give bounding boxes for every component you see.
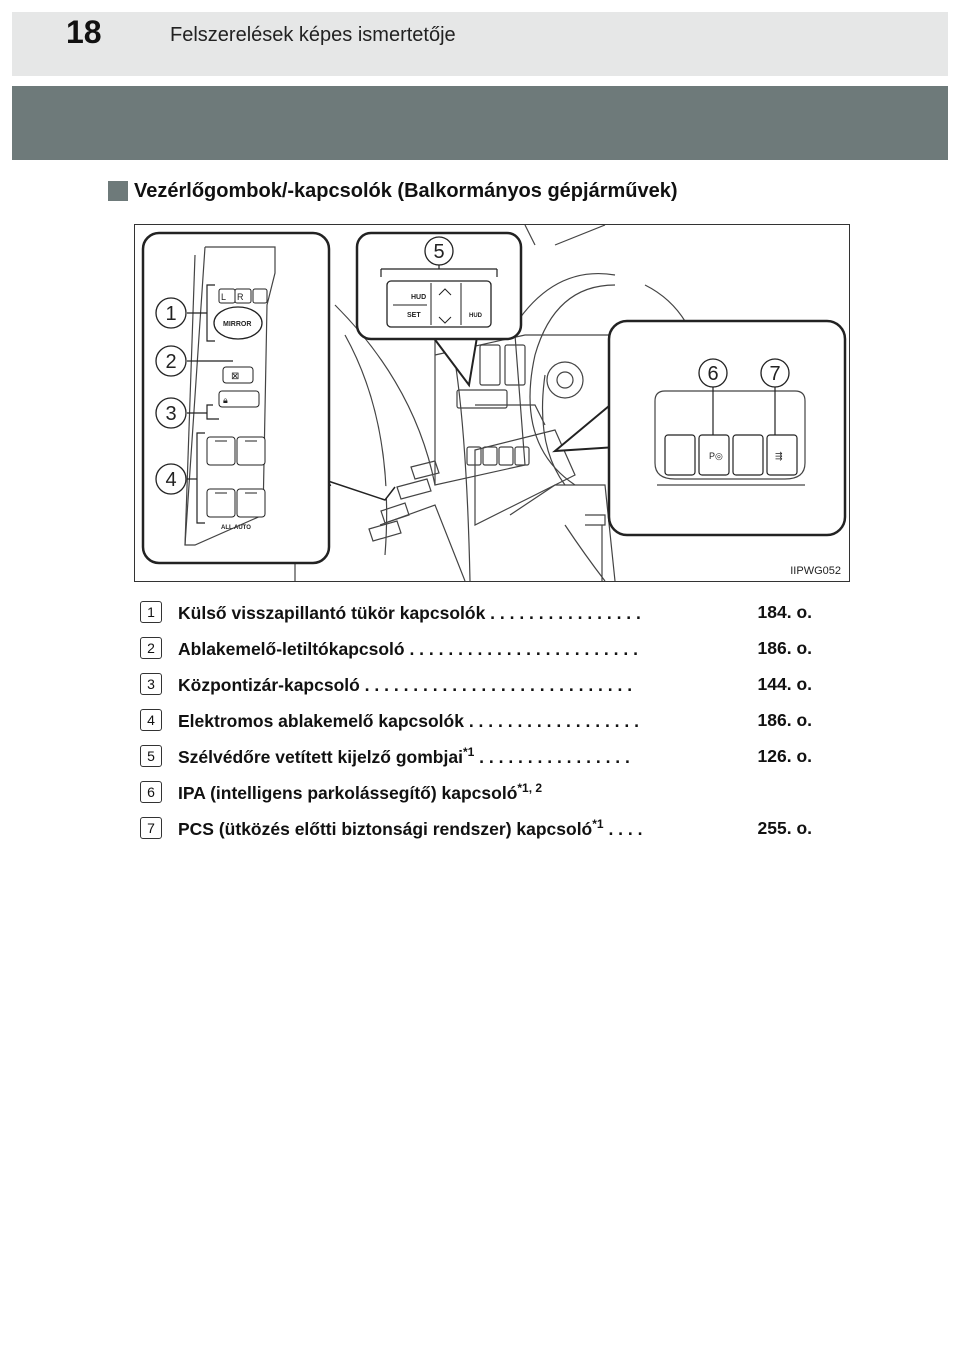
ipa-pcs-switch-panel: P◎ ⇶ 6 7 [552, 319, 847, 537]
list-item: 2 Ablakemelő-letiltókapcsoló . . . . . .… [140, 630, 820, 666]
callout-4: 4 [165, 469, 176, 491]
callout-3: 3 [165, 403, 176, 425]
list-item: 5 Szélvédőre vetített kijelző gombjai*1 … [140, 738, 820, 774]
svg-text:🔒︎: 🔒︎ [223, 395, 228, 405]
list-item: 6 IPA (intelligens parkolássegítő) kapcs… [140, 774, 820, 810]
list-item: 7 PCS (ütközés előtti biztonsági rendsze… [140, 810, 820, 846]
item-label: Ablakemelő-letiltókapcsoló . . . . . . .… [178, 638, 638, 659]
door-switch-panel: L R MIRROR ⊠ 🔒︎ ALL AUTO [141, 231, 396, 565]
section-bullet-icon [108, 181, 128, 201]
page-reference[interactable]: 255. o. [757, 817, 812, 838]
set-label: SET [407, 312, 421, 319]
mirror-l-label: L [221, 292, 226, 302]
page-reference[interactable]: 186. o. [757, 637, 812, 658]
section-title: Vezérlőgombok/-kapcsolók (Balkormányos g… [134, 179, 678, 202]
mirror-label: MIRROR [223, 321, 251, 328]
page-reference[interactable]: 126. o. [757, 745, 812, 766]
item-label: PCS (ütközés előtti biztonsági rendszer)… [178, 816, 643, 839]
svg-text:⊠: ⊠ [231, 371, 239, 382]
item-list: 1 Külső visszapillantó tükör kapcsolók .… [140, 594, 820, 846]
item-label: Központizár-kapcsoló . . . . . . . . . .… [178, 674, 633, 695]
item-number: 2 [140, 637, 162, 659]
item-number: 7 [140, 817, 162, 839]
callout-7: 7 [769, 363, 780, 385]
hud-switch-panel: HUD SET HUD 5 [355, 231, 523, 388]
hud-small-label: HUD [469, 313, 483, 319]
header-bar [12, 12, 948, 76]
page-reference[interactable]: 186. o. [757, 709, 812, 730]
item-number: 5 [140, 745, 162, 767]
item-number: 3 [140, 673, 162, 695]
header-band [12, 86, 948, 160]
all-auto-label: ALL AUTO [221, 525, 251, 531]
callout-6: 6 [707, 363, 718, 385]
mirror-r-label: R [237, 292, 244, 302]
page-number: 18 [66, 14, 102, 50]
hud-label: HUD [411, 294, 426, 301]
item-label: Külső visszapillantó tükör kapcsolók . .… [178, 602, 641, 623]
item-number: 6 [140, 781, 162, 803]
item-label: IPA (intelligens parkolássegítő) kapcsol… [178, 780, 543, 803]
header-title: Felszerelések képes ismertetője [170, 24, 456, 46]
list-item: 3 Központizár-kapcsoló . . . . . . . . .… [140, 666, 820, 702]
item-label: Szélvédőre vetített kijelző gombjai*1 . … [178, 744, 630, 767]
item-number: 1 [140, 601, 162, 623]
figure-code: IIPWG052 [790, 565, 841, 577]
controls-illustration: L R MIRROR ⊠ 🔒︎ ALL AUTO [134, 224, 850, 582]
page-reference[interactable]: 144. o. [757, 673, 812, 694]
callout-2: 2 [165, 351, 176, 373]
callout-1: 1 [165, 303, 176, 325]
callout-5: 5 [433, 241, 444, 263]
svg-text:⇶: ⇶ [775, 451, 783, 461]
list-item: 1 Külső visszapillantó tükör kapcsolók .… [140, 594, 820, 630]
list-item: 4 Elektromos ablakemelő kapcsolók . . . … [140, 702, 820, 738]
svg-text:P◎: P◎ [709, 451, 723, 461]
item-number: 4 [140, 709, 162, 731]
item-label: Elektromos ablakemelő kapcsolók . . . . … [178, 710, 639, 731]
section-heading: Vezérlőgombok/-kapcsolók (Balkormányos g… [108, 176, 678, 206]
page-reference[interactable]: 184. o. [757, 601, 812, 622]
